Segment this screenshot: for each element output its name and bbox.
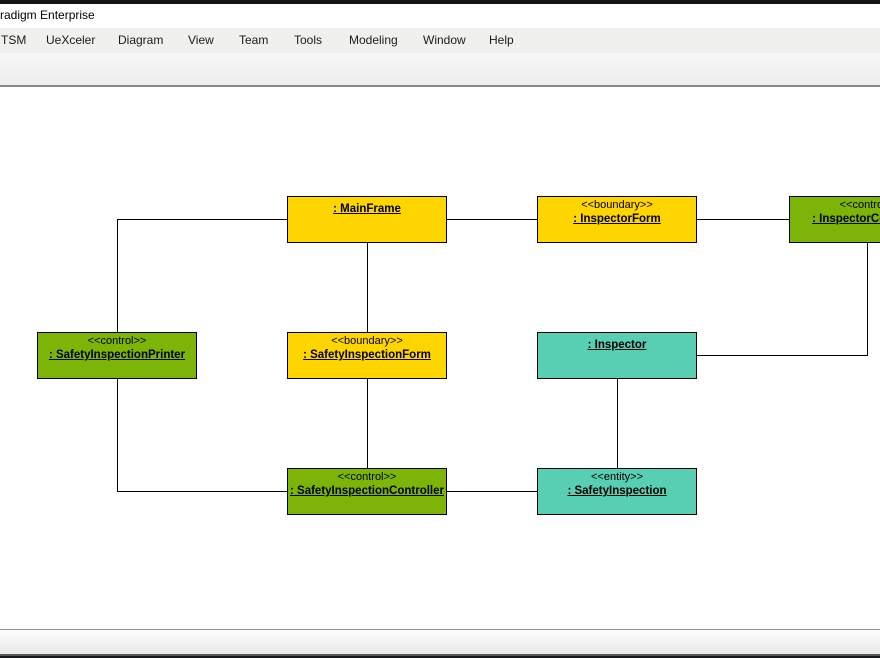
- object-name-label: : SafetyInspection: [567, 485, 667, 497]
- menu-item-help[interactable]: Help: [489, 33, 514, 47]
- object-safety-inspection-controller[interactable]: <<control>> : SafetyInspectionController: [287, 468, 447, 515]
- menu-item-tools[interactable]: Tools: [294, 33, 323, 47]
- object-name-label: : InspectorController: [812, 213, 880, 225]
- object-name-label: : Inspector: [587, 339, 647, 351]
- connector-inspector-to-safetyinspection[interactable]: [617, 379, 618, 469]
- object-safety-inspection-printer[interactable]: <<control>> : SafetyInspectionPrinter: [37, 332, 197, 379]
- window-title: radigm Enterprise: [0, 8, 95, 22]
- object-name-label: : SafetyInspectionController: [290, 485, 444, 497]
- window-top-edge: [0, 0, 880, 4]
- connector-mainframe-to-printer[interactable]: [117, 219, 288, 220]
- object-name-label: : MainFrame: [333, 203, 401, 215]
- diagram-canvas[interactable]: : MainFrame<<boundary>>: InspectorForm<<…: [0, 0, 880, 630]
- connector-inspectorctrl-to-inspector[interactable]: [867, 243, 868, 356]
- window-bottom-edge: [0, 656, 880, 658]
- connector-mainframe-to-printer[interactable]: [117, 219, 118, 333]
- object-name-label: : InspectorForm: [573, 213, 661, 225]
- toolbar-divider: [0, 85, 880, 87]
- stereotype-label: <<control>>: [337, 471, 397, 483]
- connector-printer-to-controller[interactable]: [117, 491, 288, 492]
- title-bar[interactable]: radigm Enterprise: [0, 4, 880, 28]
- connector-inspectorctrl-to-inspector[interactable]: [697, 355, 868, 356]
- menu-item-tsm[interactable]: TSM: [1, 33, 27, 47]
- connector-mainframe-to-inspectorform[interactable]: [447, 219, 538, 220]
- connector-mainframe-to-safetyform[interactable]: [367, 243, 368, 333]
- status-bar-border: [0, 629, 880, 630]
- status-bar-bottom-edge: [0, 654, 880, 656]
- toolbar-strip: [0, 53, 880, 85]
- object-name-label: : SafetyInspectionPrinter: [48, 349, 186, 361]
- stereotype-label: <<control>>: [87, 335, 147, 347]
- status-bar: [0, 630, 880, 654]
- object-safety-inspection[interactable]: <<entity>> : SafetyInspection: [537, 468, 697, 515]
- connector-printer-to-controller[interactable]: [117, 379, 118, 492]
- object-inspector-form[interactable]: <<boundary>> : InspectorForm: [537, 196, 697, 243]
- object-inspector[interactable]: : Inspector: [537, 332, 697, 379]
- menu-bar: TSM UeXceler Diagram View Team Tools Modeling W…: [0, 28, 880, 53]
- object-inspector-controller[interactable]: <<control>> : InspectorController: [789, 196, 880, 243]
- connector-safetyform-to-safetyctrl[interactable]: [367, 379, 368, 469]
- connector-inspectorform-to-inspectorctrl[interactable]: [697, 219, 790, 220]
- stereotype-label: <<boundary>>: [331, 335, 403, 347]
- menu-item-uexceler[interactable]: UeXceler: [46, 33, 96, 47]
- object-mainframe[interactable]: : MainFrame: [287, 196, 447, 243]
- object-safety-inspection-form[interactable]: <<boundary>> : SafetyInspectionForm: [287, 332, 447, 379]
- connector-safetyctrl-to-safetyinspection[interactable]: [447, 491, 538, 492]
- stereotype-label: <<control>>: [839, 199, 880, 211]
- stereotype-label: <<boundary>>: [581, 199, 653, 211]
- menu-item-modeling[interactable]: Modeling: [349, 33, 398, 47]
- menu-item-window[interactable]: Window: [423, 33, 466, 47]
- menu-item-team[interactable]: Team: [239, 33, 269, 47]
- menu-item-diagram[interactable]: Diagram: [118, 33, 164, 47]
- menu-item-view[interactable]: View: [188, 33, 214, 47]
- stereotype-label: <<entity>>: [591, 471, 643, 483]
- object-name-label: : SafetyInspectionForm: [303, 349, 431, 361]
